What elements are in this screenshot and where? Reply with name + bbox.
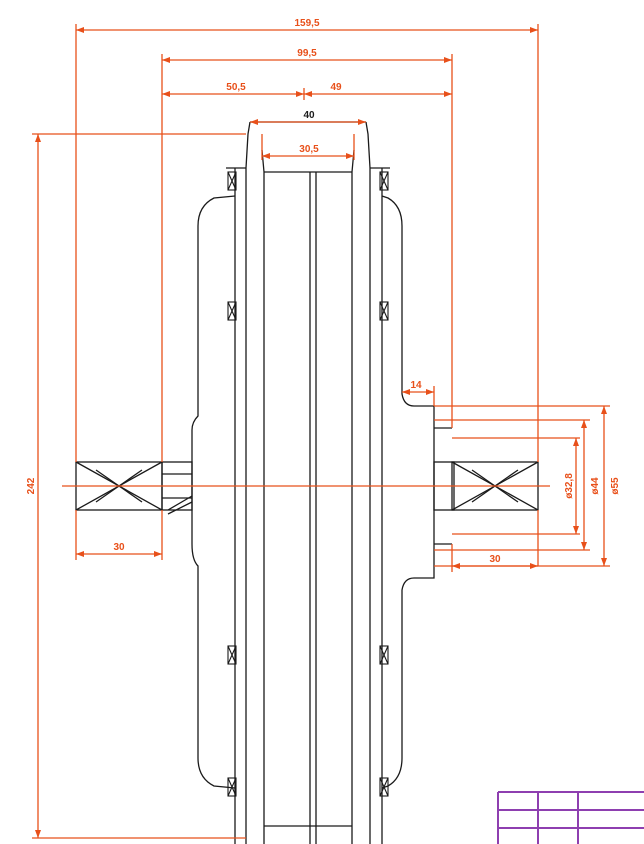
dim-shaft-right: 30 [489,554,501,565]
rim-inner-right [351,149,355,844]
dimension-labels: 159,5 99,5 50,5 49 40 30,5 242 30 30 14 … [26,18,621,565]
spoke-hole [379,777,389,797]
dim-right-half: 49 [330,82,342,93]
rim-outer-right [365,121,371,844]
spoke-hole [227,301,237,321]
dim-overall-width: 159,5 [294,18,319,29]
dim-dia-mid: ø44 [590,477,601,495]
dim-shaft-left: 30 [113,542,125,553]
dimension-lines [32,24,610,839]
rim-outer [245,121,251,844]
arrowheads [35,27,607,838]
spoke-hole [227,777,237,797]
spoke-hole [379,171,389,191]
dim-dia-small: ø32,8 [564,473,575,499]
dim-left-half: 50,5 [226,82,246,93]
dim-rim-width: 40 [303,110,315,121]
dim-dia-large: ø55 [610,477,621,495]
dim-height: 242 [26,477,37,494]
rim-inner-left [261,149,265,844]
title-block [497,791,644,844]
hub-body-right [381,195,435,789]
spoke-hole [227,171,237,191]
dim-shoulder: 14 [410,380,422,391]
spoke-hole [379,301,389,321]
spoke-holes [227,171,389,797]
hub-body [191,195,236,789]
dim-rim-inner: 30,5 [299,144,319,155]
motor-outline [75,121,539,844]
dim-flange-span: 99,5 [297,48,317,59]
spoke-hole [379,645,389,665]
spoke-hole [227,645,237,665]
